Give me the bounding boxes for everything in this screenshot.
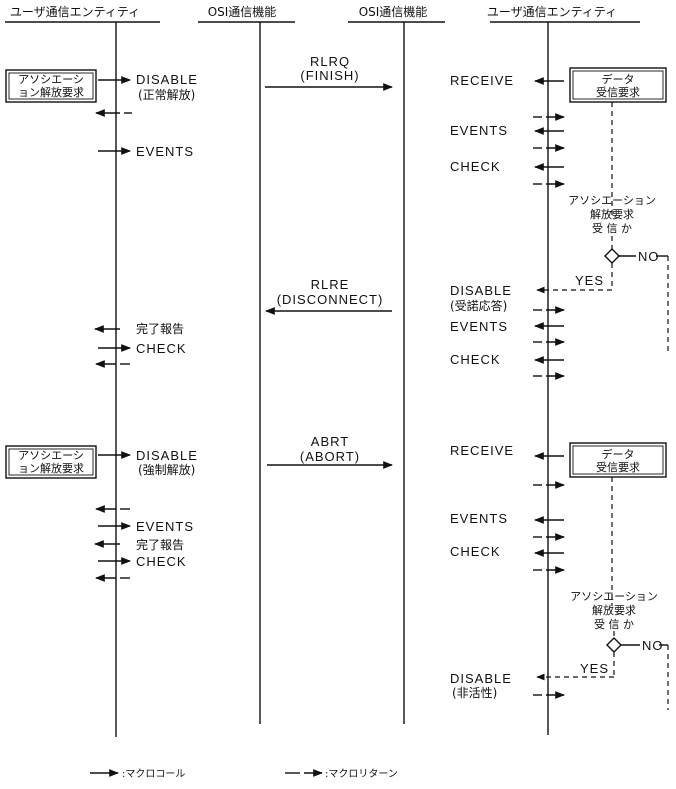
label-completion-report: 完了報告 <box>136 537 184 552</box>
data-receive-request-box-2 <box>569 442 667 478</box>
label-disable: DISABLE <box>136 448 198 463</box>
label-disconnect: (DISCONNECT) <box>277 292 384 307</box>
label-accept-response: (受諾応答) <box>450 298 507 313</box>
label-events-right: EVENTS <box>450 511 508 526</box>
decision-question-line: アソシエーション <box>570 590 658 603</box>
label-check-right: CHECK <box>450 352 501 367</box>
box-label-line: ョン解放要求 <box>18 461 84 475</box>
label-disable-right: DISABLE <box>450 283 512 298</box>
decision-question-line: 解放要求 <box>592 603 636 617</box>
column-header-osi-left: OSI通信機能 <box>208 4 277 19</box>
label-finish: (FINISH) <box>300 68 359 83</box>
data-receive-request-box-1 <box>569 67 667 103</box>
association-release-request-box-2 <box>5 445 97 479</box>
legend-macro-return-label: :マクロリターン <box>325 768 398 780</box>
label-receive: RECEIVE <box>450 443 514 458</box>
box-label-line: アソシエーシ <box>18 449 84 462</box>
box-inner-frame <box>8 72 94 100</box>
label-events-left: EVENTS <box>136 519 194 534</box>
label-no: NO <box>642 638 664 653</box>
decision-question-line: アソシエーション <box>568 194 656 207</box>
decision-diamond <box>606 637 622 653</box>
decision-diamond <box>604 248 620 264</box>
label-check-left: CHECK <box>136 341 187 356</box>
label-check-right: CHECK <box>450 159 501 174</box>
box-inner-frame <box>8 448 94 476</box>
label-rlre: RLRE <box>311 277 350 292</box>
label-disable-right: DISABLE <box>450 671 512 686</box>
label-abrt: ABRT <box>311 434 349 449</box>
label-check-left: CHECK <box>136 554 187 569</box>
label-events-right: EVENTS <box>450 319 508 334</box>
label-receive: RECEIVE <box>450 73 514 88</box>
box-label-line: データ <box>602 72 635 86</box>
box-label-line: データ <box>602 447 635 461</box>
label-events: EVENTS <box>136 144 194 159</box>
label-events-right: EVENTS <box>450 123 508 138</box>
column-header-user-right: ユーザ通信エンティティ <box>487 5 617 19</box>
label-normal-release: (正常解放) <box>138 87 195 102</box>
box-label-line: 受信要求 <box>596 461 640 474</box>
label-inactive: (非活性) <box>452 686 497 700</box>
label-check-right: CHECK <box>450 544 501 559</box>
label-yes: YES <box>575 273 604 288</box>
column-header-osi-right: OSI通信機能 <box>359 4 428 19</box>
label-disable: DISABLE <box>136 72 198 87</box>
label-no: NO <box>638 249 660 264</box>
column-header-user-left: ユーザ通信エンティティ <box>10 5 140 19</box>
decision-question-line: 受 信 か <box>594 618 634 631</box>
label-completion-report: 完了報告 <box>136 321 184 336</box>
box-label-line: 受信要求 <box>596 86 640 99</box>
label-yes: YES <box>580 661 609 676</box>
label-rlrq: RLRQ <box>310 54 350 69</box>
label-abort: (ABORT) <box>300 449 360 464</box>
box-inner-frame <box>572 445 664 475</box>
box-inner-frame <box>572 70 664 100</box>
box-label-line: アソシエーシ <box>18 73 84 86</box>
label-forced-release: (強制解放) <box>138 462 195 477</box>
decision-question-line: 解放要求 <box>590 207 634 221</box>
box-label-line: ョン解放要求 <box>18 85 84 99</box>
legend-macro-call-label: :マクロコール <box>122 768 185 780</box>
association-release-request-box-1 <box>5 69 97 103</box>
decision-question-line: 受 信 か <box>592 222 632 235</box>
